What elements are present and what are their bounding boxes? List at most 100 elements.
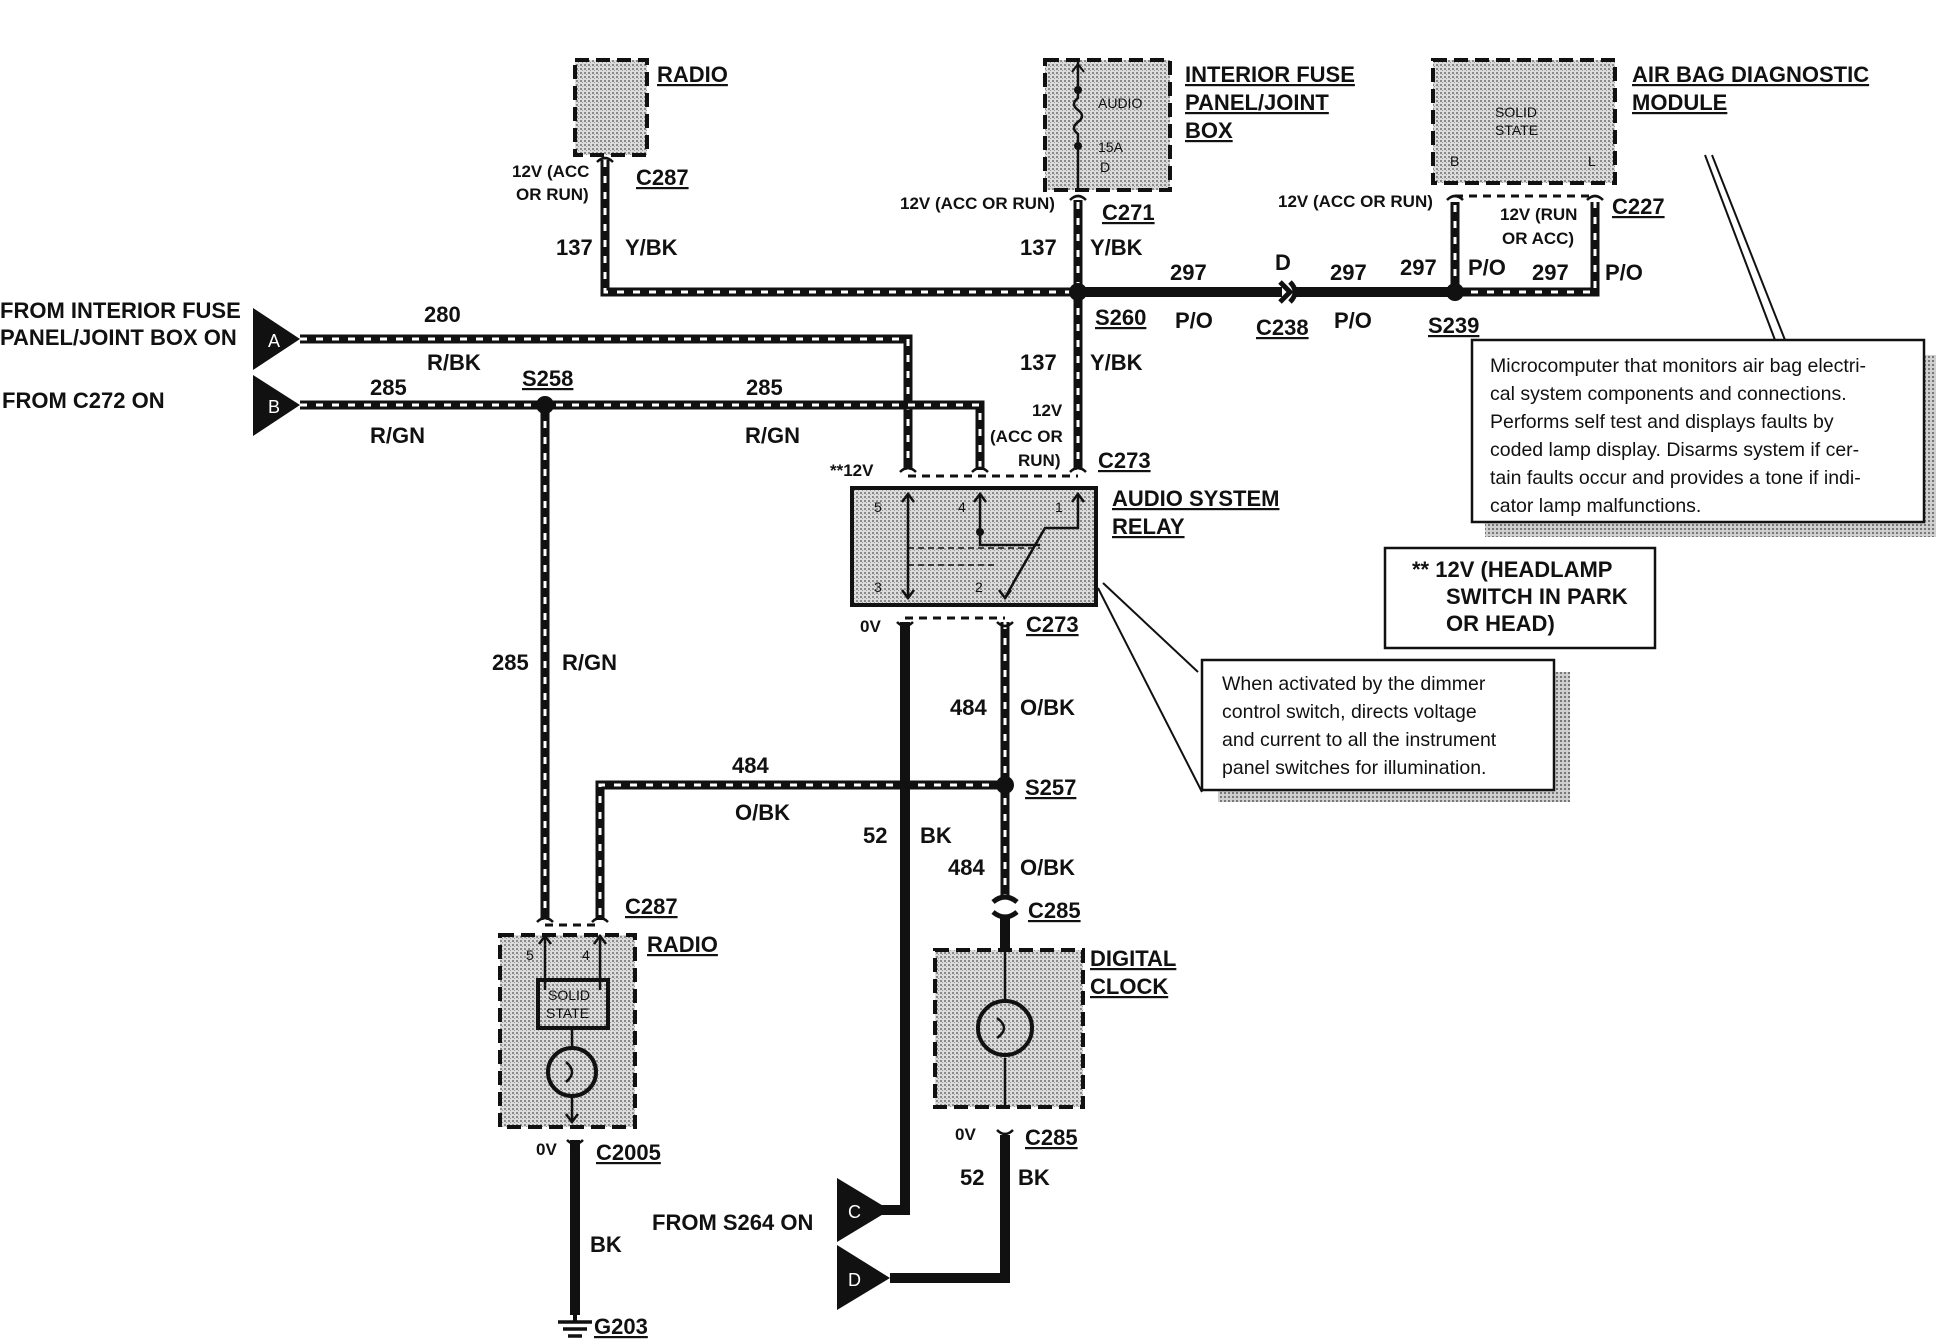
svg-text:D: D xyxy=(848,1270,861,1290)
c285-top-connector xyxy=(991,894,1019,920)
airbag-left-voltage: 12V (ACC OR RUN) xyxy=(1278,192,1433,211)
wire-297-right xyxy=(1455,202,1600,297)
radio-bottom-label: RADIO xyxy=(647,932,718,957)
headlamp-note: ** 12V (HEADLAMP SWITCH IN PARK OR HEAD) xyxy=(1383,546,1657,650)
relay-pin-3: 3 xyxy=(874,579,882,595)
w285a-color: R/GN xyxy=(370,423,425,448)
radio-ground-wire-color: BK xyxy=(590,1232,622,1257)
w297c-color: P/O xyxy=(1468,255,1506,280)
source-c-triangle: C xyxy=(837,1178,890,1242)
svg-text:B: B xyxy=(268,397,280,417)
c238-label: C238 xyxy=(1256,315,1309,340)
relay-note-line-3: and current to all the instrument xyxy=(1222,729,1497,751)
w285c-circuit: 285 xyxy=(492,650,529,675)
digital-clock-box xyxy=(933,948,1085,1109)
relay-label-1: AUDIO SYSTEM xyxy=(1112,486,1279,511)
splice-s260 xyxy=(1069,283,1087,301)
relay-label-2: RELAY xyxy=(1112,514,1185,539)
radio-inner-line-2: STATE xyxy=(546,1005,589,1021)
clock-label-2: CLOCK xyxy=(1090,974,1168,999)
w137a-circuit: 137 xyxy=(556,235,593,260)
w137b-circuit: 137 xyxy=(1020,235,1057,260)
radio-top-voltage-2: OR RUN) xyxy=(516,185,589,204)
w285b-color: R/GN xyxy=(745,423,800,448)
s239-label: S239 xyxy=(1428,313,1479,338)
w484b-circuit: 484 xyxy=(732,753,769,778)
w52a-color: BK xyxy=(920,823,952,848)
relay-pin1-voltage-3: RUN) xyxy=(1018,451,1061,470)
airbag-note-line-6: cator lamp malfunctions. xyxy=(1490,495,1701,517)
airbag-note-line-3: Performs self test and displays faults b… xyxy=(1490,411,1834,433)
headlamp-note-line-1: ** 12V (HEADLAMP xyxy=(1412,557,1612,582)
c287-bottom-label: C287 xyxy=(625,894,678,919)
w297a-color: P/O xyxy=(1175,308,1213,333)
w484c-circuit: 484 xyxy=(948,855,985,880)
wire-280 xyxy=(300,334,913,470)
fuse-panel-label-1: INTERIOR FUSE xyxy=(1185,62,1355,87)
w137c-color: Y/BK xyxy=(1090,350,1143,375)
wire-52-relay xyxy=(860,622,910,1215)
wire-484-left xyxy=(595,780,1005,920)
splice-s239 xyxy=(1446,283,1464,301)
w297d-circuit: 297 xyxy=(1532,260,1569,285)
source-b-text: FROM C272 ON xyxy=(2,388,165,413)
relay-note-line-2: control switch, directs voltage xyxy=(1222,701,1477,723)
w52b-circuit: 52 xyxy=(960,1165,984,1190)
relay-bottom-voltage: 0V xyxy=(860,617,881,636)
radio-top-box xyxy=(573,58,649,157)
s260-label: S260 xyxy=(1095,305,1146,330)
splice-s258 xyxy=(536,396,554,414)
airbag-inner-line-1: SOLID xyxy=(1495,104,1537,120)
w285c-color: R/GN xyxy=(562,650,617,675)
source-a-text-2: PANEL/JOINT BOX ON xyxy=(0,325,237,350)
airbag-note: Microcomputer that monitors air bag elec… xyxy=(1470,154,1936,537)
relay-pin5-voltage: **12V xyxy=(830,461,874,480)
relay-pin-4: 4 xyxy=(958,499,966,515)
wire-52-clock xyxy=(890,1135,1010,1283)
relay-pin-5: 5 xyxy=(874,499,882,515)
fuse-panel-label-3: BOX xyxy=(1185,118,1233,143)
relay-pin1-voltage-2: (ACC OR xyxy=(990,427,1063,446)
wire-285-horizontal xyxy=(300,400,985,470)
ground-g203-icon xyxy=(558,1315,592,1338)
relay-pin1-voltage-1: 12V xyxy=(1032,401,1063,420)
audio-relay-box: 5 4 1 3 2 xyxy=(850,486,1098,607)
w297c-circuit: 297 xyxy=(1400,255,1437,280)
airbag-note-line-1: Microcomputer that monitors air bag elec… xyxy=(1490,355,1866,377)
radio-inner-line-1: SOLID xyxy=(548,987,590,1003)
clock-label-1: DIGITAL xyxy=(1090,946,1176,971)
fuse-voltage: 12V (ACC OR RUN) xyxy=(900,194,1055,213)
c285-top-label: C285 xyxy=(1028,898,1081,923)
clock-lamp-icon xyxy=(976,999,1034,1057)
fuse-audio-label: AUDIO xyxy=(1098,95,1142,111)
w285b-circuit: 285 xyxy=(746,375,783,400)
airbag-label-2: MODULE xyxy=(1632,90,1727,115)
airbag-right-voltage-1: 12V (RUN xyxy=(1500,205,1577,224)
s258-label: S258 xyxy=(522,366,573,391)
source-a-triangle: A xyxy=(253,308,300,370)
w137b-color: Y/BK xyxy=(1090,235,1143,260)
airbag-pin-b: B xyxy=(1450,153,1459,169)
c238-connector xyxy=(1278,280,1298,304)
airbag-note-line-2: cal system components and connections. xyxy=(1490,383,1847,405)
c273-bottom-label: C273 xyxy=(1026,612,1079,637)
w285a-circuit: 285 xyxy=(370,375,407,400)
airbag-right-voltage-2: OR ACC) xyxy=(1502,229,1574,248)
radio-top-label: RADIO xyxy=(657,62,728,87)
svg-text:A: A xyxy=(268,331,280,351)
w137a-color: Y/BK xyxy=(625,235,678,260)
w484c-color: O/BK xyxy=(1020,855,1075,880)
splice-s257 xyxy=(996,776,1014,794)
fuse-rating-label: 15A xyxy=(1098,139,1124,155)
headlamp-note-line-3: OR HEAD) xyxy=(1446,611,1555,636)
w297a-circuit: 297 xyxy=(1170,260,1207,285)
w484a-color: O/BK xyxy=(1020,695,1075,720)
w280-color: R/BK xyxy=(427,350,481,375)
airbag-pin-l: L xyxy=(1588,153,1596,169)
g203-label: G203 xyxy=(594,1314,648,1339)
source-a-text-1: FROM INTERIOR FUSE xyxy=(0,298,241,323)
svg-text:C: C xyxy=(848,1202,861,1222)
airbag-note-line-4: coded lamp display. Disarms system if ce… xyxy=(1490,439,1859,461)
w52a-circuit: 52 xyxy=(863,823,887,848)
